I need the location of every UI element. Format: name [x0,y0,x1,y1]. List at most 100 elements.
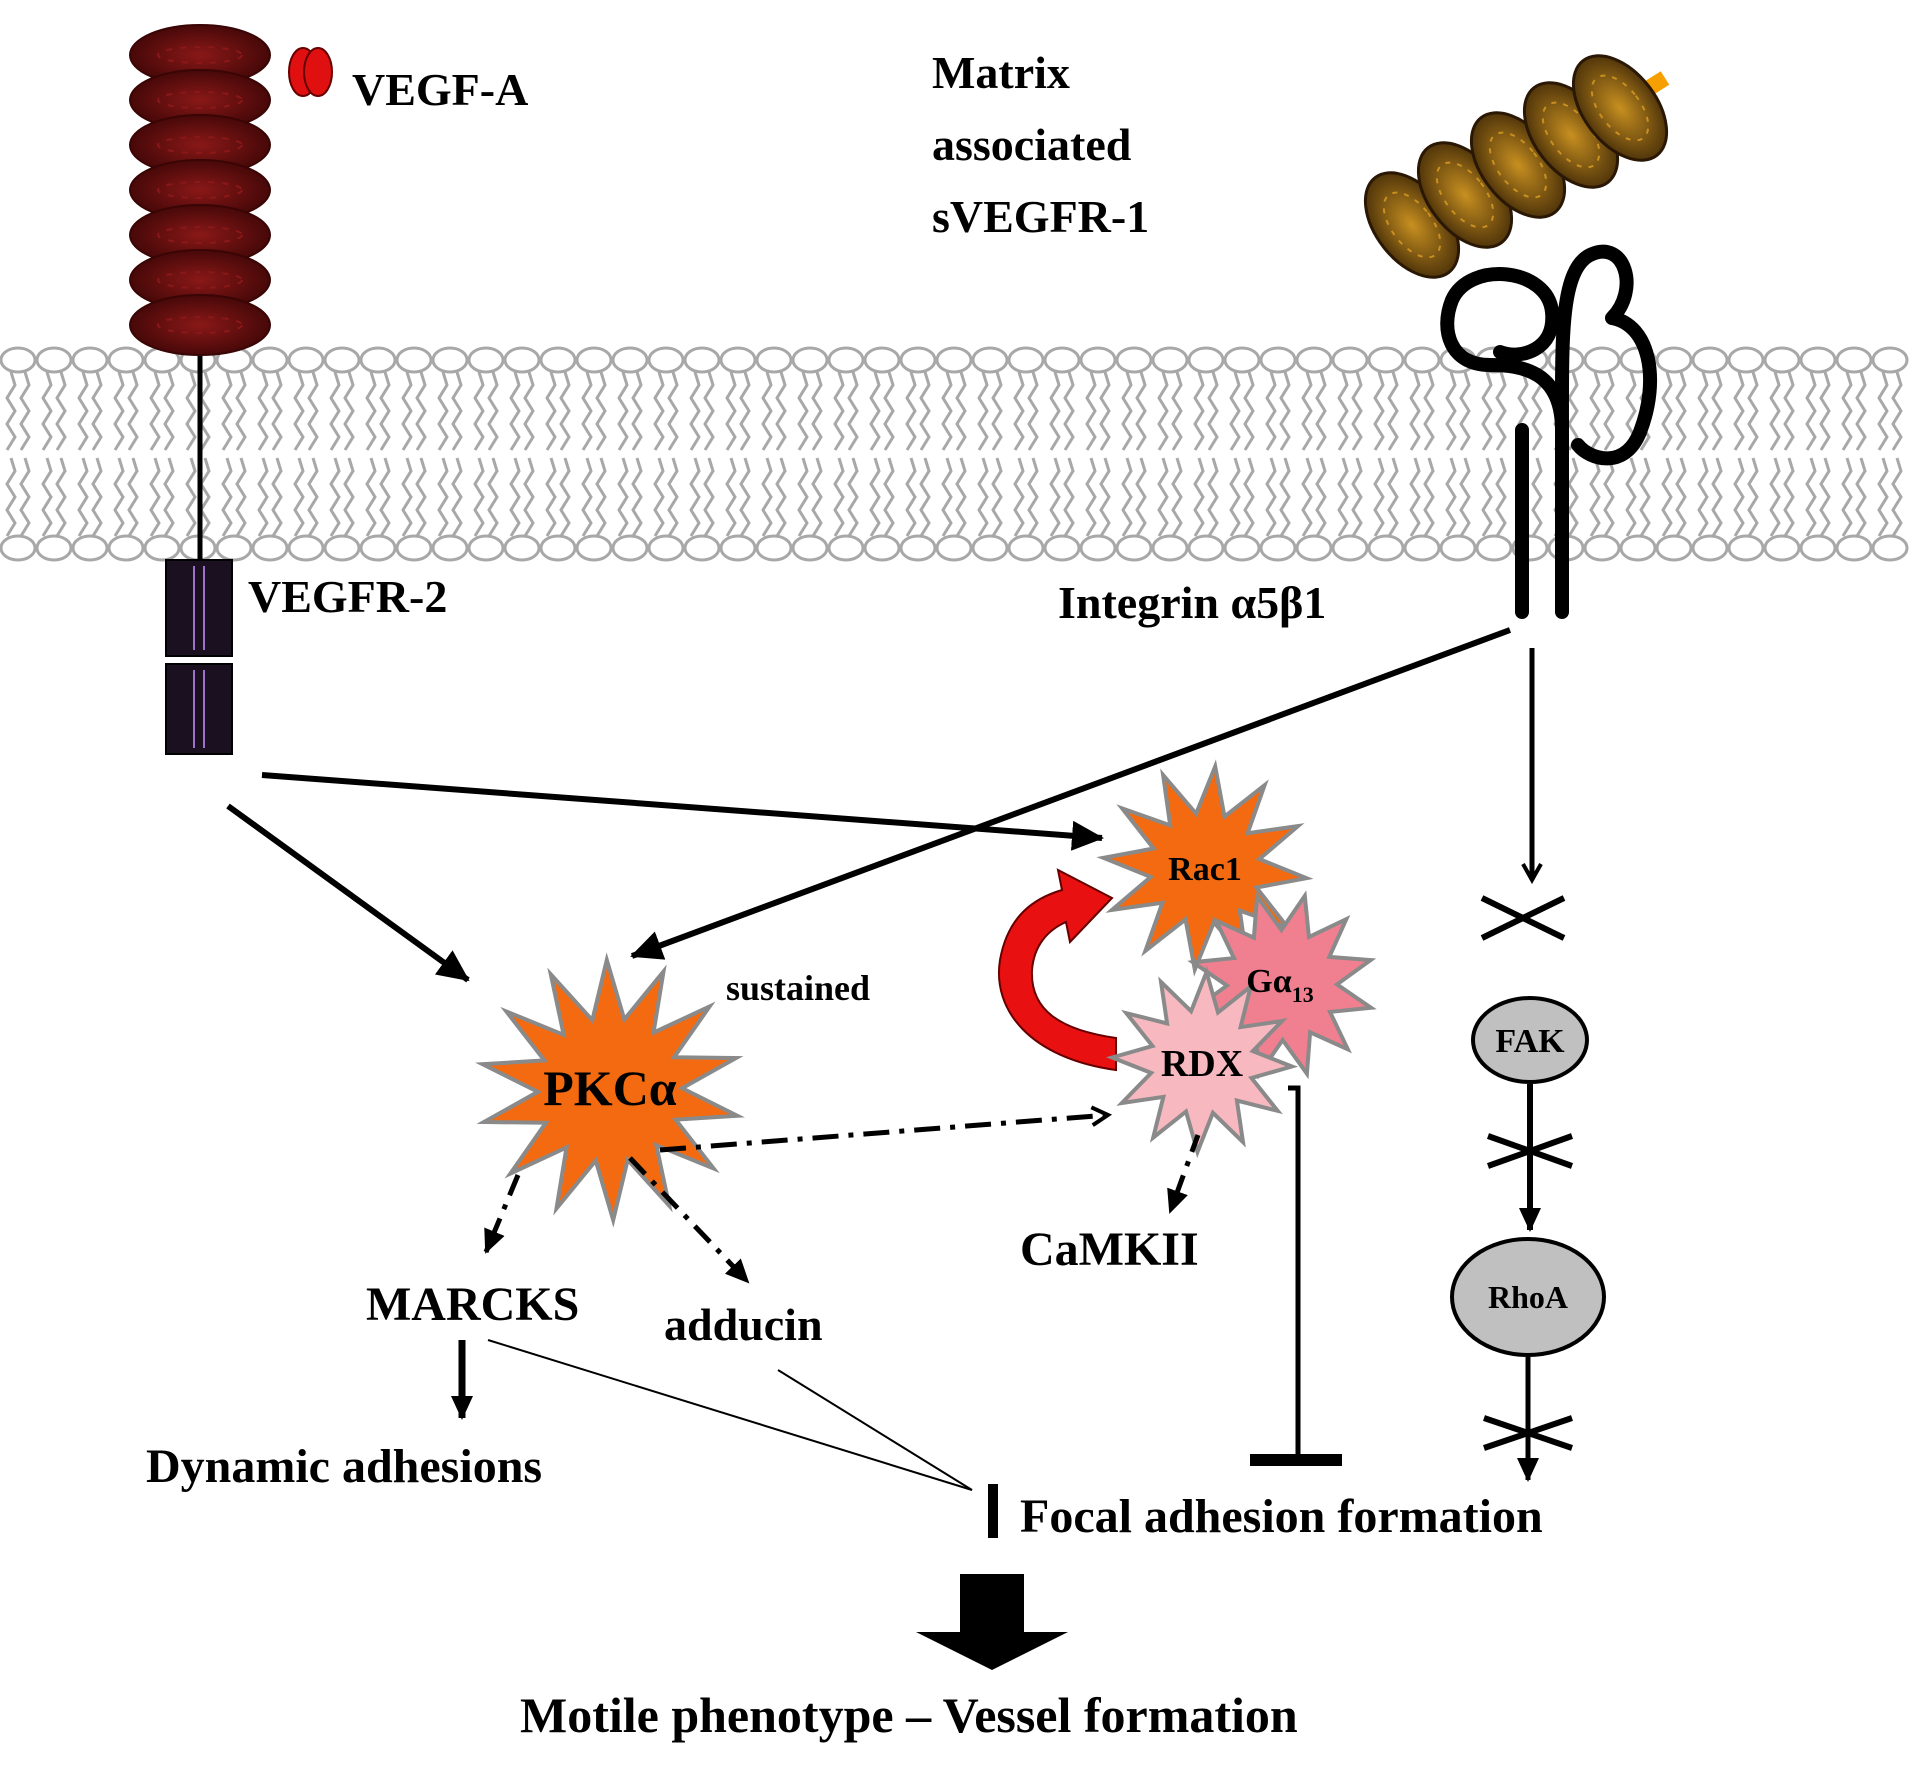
lipid-tail [437,457,449,537]
lipid-tail [1445,457,1457,537]
lipid-tail [1265,371,1277,451]
lipid-tail [415,371,427,451]
lipid-tail [199,371,211,451]
lipid-tail [91,371,103,451]
label-pkc: PKCα [543,1060,677,1116]
lipid-tail [905,457,917,537]
lipid-tail [19,457,31,537]
lipid-head [899,534,937,562]
lipid-tail [617,371,629,451]
lipid-head [251,346,289,374]
lipid-tail [847,457,859,537]
lipid-tail [1697,457,1709,537]
lipid-head [395,534,433,562]
lipid-tail [1589,371,1601,451]
lipid-head [287,346,325,374]
lipid-tail [5,371,17,451]
lipid-tail [1877,457,1889,537]
lipid-head [1295,534,1333,562]
lipid-tail [775,457,787,537]
lipid-tail [1135,371,1147,451]
lipid-head [431,346,469,374]
lipid-head [647,346,685,374]
rhoa-node [1450,1237,1606,1357]
lipid-head [1475,534,1513,562]
lipid-tail [437,371,449,451]
lipid-head [1331,346,1369,374]
lipid-tail [451,457,463,537]
lipid-tail [1481,371,1493,451]
lipid-tail [235,371,247,451]
lipid-tail [905,371,917,451]
lipid-tail [1675,457,1687,537]
label-camkii: CaMKII [1020,1223,1199,1276]
lipid-tail [257,371,269,451]
lipid-head [1151,534,1189,562]
lipid-tail [797,457,809,537]
lipid-head [1583,534,1621,562]
svegfr1-disk-detail [1435,161,1495,229]
lipid-tail [1481,457,1493,537]
lipid-tail [77,457,89,537]
lipid-tail [1567,457,1579,537]
lipid-tail [581,457,593,537]
lipid-tail [1027,457,1039,537]
lipid-tail [1819,457,1831,537]
lipid-head [395,346,433,374]
lipid-tail [1675,371,1687,451]
lipid-tail [1459,457,1471,537]
lipid-head [611,346,649,374]
lipid-tail [595,457,607,537]
lipid-head [1367,346,1405,374]
lipid-head [827,534,865,562]
lipid-tail [1063,371,1075,451]
label-vegfr2: VEGFR-2 [248,571,447,622]
lipid-tail [1697,371,1709,451]
lipid-tail [77,371,89,451]
svegfr1-disk [1571,54,1669,162]
lipid-tail [653,371,665,451]
lipid-tail [545,371,557,451]
lipid-head [575,346,613,374]
lipid-head [0,534,37,562]
lipid-tail [977,457,989,537]
lipid-tail [401,371,413,451]
lipid-head [71,346,109,374]
lipid-head [755,346,793,374]
label-fak: FAK [1495,1023,1565,1060]
label-adducin: adducin [664,1299,823,1350]
lipid-head [1403,346,1441,374]
lipid-head [575,534,613,562]
lipid-tail [163,457,175,537]
lipid-tail [1157,457,1169,537]
lipid-tail [199,457,211,537]
lipid-tail [149,371,161,451]
lipid-tail [1171,371,1183,451]
lipid-tail [1013,457,1025,537]
lipid-tail [1531,457,1543,537]
sustained-loop-arrow [998,868,1117,1072]
lipid-tail [1351,457,1363,537]
lipid-tail [725,371,737,451]
lipid-tail [919,457,931,537]
lipid-tail [1099,371,1111,451]
lipid-head [1799,534,1837,562]
lipid-tail [113,457,125,537]
lipid-tail [955,371,967,451]
lipid-head [539,346,577,374]
lipid-tail [1373,457,1385,537]
lipid-tail [1639,457,1651,537]
label-rhoa: RhoA [1488,1279,1568,1315]
lipid-tail [343,371,355,451]
lipid-head [359,534,397,562]
lipid-tail [509,371,521,451]
lipid-head [1439,534,1477,562]
lipid-tail [1409,371,1421,451]
lipid-head [1727,346,1765,374]
lipid-head [791,534,829,562]
lipid-head [1295,346,1333,374]
lipid-tail [883,457,895,537]
lipid-tail [1301,457,1313,537]
lipid-tail [1747,371,1759,451]
lipid-tail [221,371,233,451]
